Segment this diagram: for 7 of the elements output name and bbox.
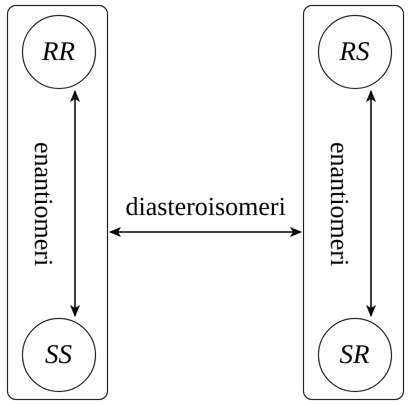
double-arrow [109,227,302,237]
double-arrow [70,90,80,317]
circle-node: SS [22,318,96,392]
double-arrow [366,90,376,317]
circle-node: SR [318,318,392,392]
circle-node: RR [22,14,96,88]
circle-node: RS [318,14,392,88]
